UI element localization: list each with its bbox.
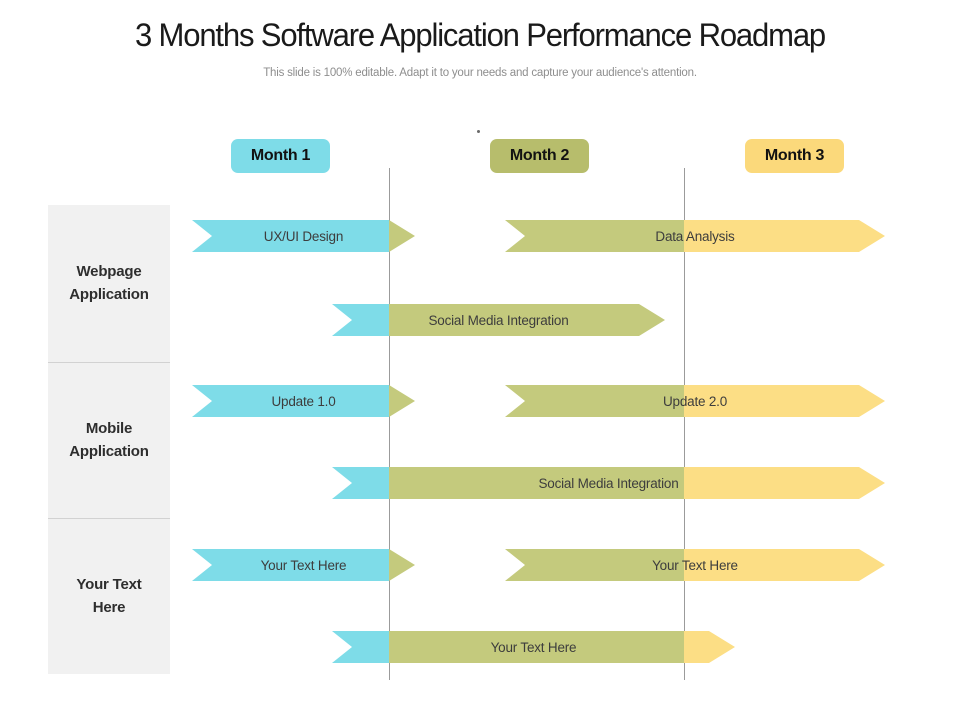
bar-segment-olive [389,304,665,336]
bar-segment-yellow [684,467,885,499]
bar-segment-olive [505,220,684,252]
bar-label: Update 2.0 [662,393,728,409]
roadmap-bar: Social Media Integration [332,467,885,499]
month-divider-line-2 [684,168,685,680]
month-3-badge: Month 3 [745,139,844,173]
bar-label: Your Text Here [490,639,577,655]
bar-segment-yellow [684,549,885,581]
bar-segment-cyan [192,549,389,581]
roadmap-bar: Data Analysis [505,220,885,252]
bar-label: Update 1.0 [271,393,336,409]
bar-segment-yellow [684,220,885,252]
roadmap-bar: Update 1.0 [192,385,415,417]
month-2-badge: Month 2 [490,139,589,173]
small-dot [477,130,480,133]
bar-label: Social Media Integration [428,312,569,328]
bar-segment-cyan [192,385,389,417]
roadmap-bar: Update 2.0 [505,385,885,417]
row-label-webpage-application: Webpage Application [48,205,170,362]
roadmap-bar: Social Media Integration [332,304,665,336]
bar-segment-olive [505,385,684,417]
bar-label: Your Text Here [260,557,347,573]
row-label-column: Webpage Application Mobile Application Y… [48,205,170,674]
roadmap-bar: Your Text Here [332,631,735,663]
bar-label: Your Text Here [652,557,738,573]
bar-label: Social Media Integration [538,475,679,491]
month-1-badge: Month 1 [231,139,330,173]
month-divider-line-1 [389,168,390,680]
page-subtitle: This slide is 100% editable. Adapt it to… [263,67,697,79]
roadmap-bar: Your Text Here [505,549,885,581]
bar-segment-olive [505,549,684,581]
bar-label: Data Analysis [655,228,735,244]
bar-segment-olive [389,467,684,499]
bar-segment-cyan [192,220,389,252]
roadmap-bar: Your Text Here [192,549,415,581]
page-title: 3 Months Software Application Performanc… [134,17,826,53]
row-label-mobile-application: Mobile Application [48,362,170,518]
bar-label: UX/UI Design [263,228,344,244]
bar-segment-yellow [684,385,885,417]
roadmap-bar: UX/UI Design [192,220,415,252]
bar-segment-olive [389,631,684,663]
row-label-your-text-here: Your Text Here [48,518,170,674]
